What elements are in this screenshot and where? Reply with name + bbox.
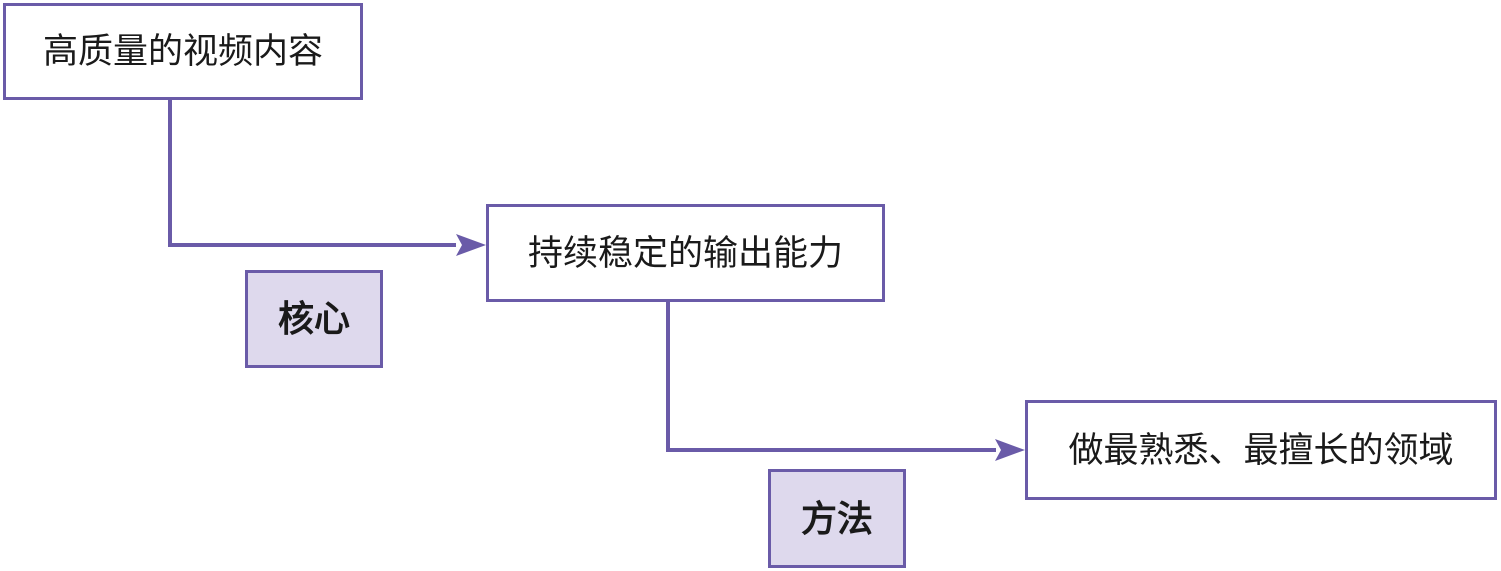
edge-label-core-text: 核心	[277, 298, 350, 339]
connector-1-elbow	[168, 100, 456, 247]
node-video-content-label: 高质量的视频内容	[42, 32, 323, 71]
node-stable-output: 持续稳定的输出能力	[486, 204, 885, 302]
node-familiar-field-label: 做最熟悉、最擅长的领域	[1068, 430, 1454, 470]
node-familiar-field: 做最熟悉、最擅长的领域	[1025, 400, 1497, 500]
node-stable-output-label: 持续稳定的输出能力	[527, 233, 843, 273]
connector-2-elbow	[666, 302, 996, 452]
edge-label-core: 核心	[245, 270, 383, 368]
edge-label-method-text: 方法	[800, 497, 873, 539]
connector-1-arrowhead-icon	[456, 234, 486, 256]
node-video-content: 高质量的视频内容	[3, 3, 363, 100]
connector-2-arrowhead-icon	[995, 439, 1025, 461]
edge-label-method: 方法	[768, 469, 906, 568]
